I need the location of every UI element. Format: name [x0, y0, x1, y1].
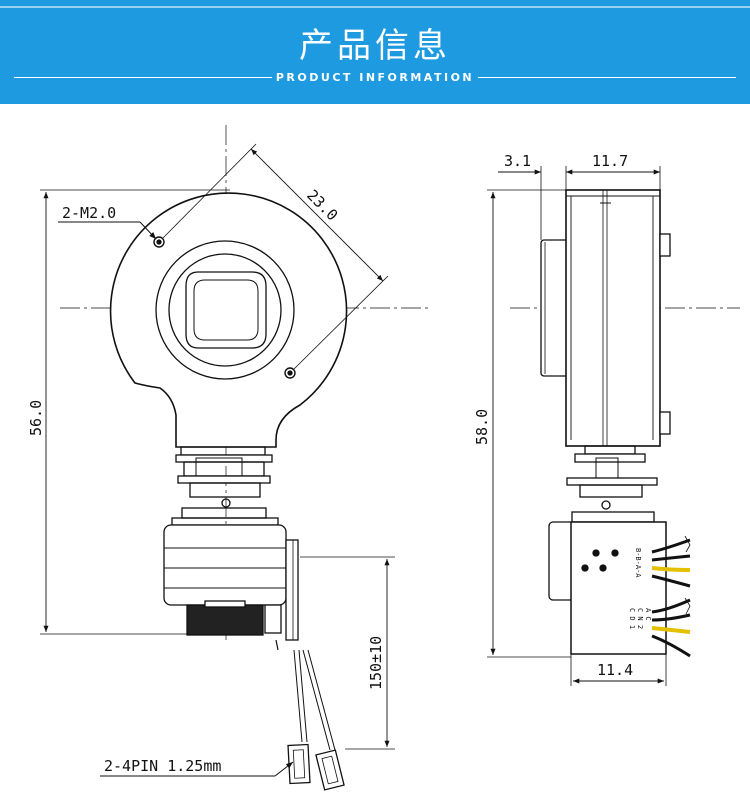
side-tab-upper [659, 233, 671, 257]
pin-labels-lower-2: C N 2 [636, 608, 644, 629]
front-height-label: 56.0 [27, 400, 45, 436]
hole-extension-1 [162, 143, 257, 239]
inner-ring [168, 253, 282, 367]
side-gear-pin [601, 500, 611, 510]
side-wires-lower [651, 598, 691, 658]
pin-labels-lower-3: C D 1 [628, 608, 636, 629]
pin-labels-lower-1: A C [644, 608, 652, 621]
connector-plug-1-inner [292, 749, 306, 779]
connector-label: 2-4PIN 1.25mm [104, 757, 221, 775]
gear-plate-3 [177, 475, 271, 484]
encoder-housing [109, 192, 348, 448]
hole-spacing-dimension-line [250, 148, 384, 282]
header-banner: 产品信息 PRODUCT INFORMATION [0, 0, 750, 104]
pin-labels-upper: B-B-A-A [634, 548, 642, 578]
side-gear-block [579, 484, 643, 498]
side-wires-upper [651, 538, 691, 588]
banner-stripe [0, 6, 750, 8]
gear-plate-1 [180, 446, 266, 456]
connector-label-leader [274, 761, 294, 777]
side-dim-top-right: 11.7 [592, 152, 628, 170]
gear-pin [221, 498, 231, 508]
hole-spacing-label: 23.0 [303, 186, 341, 224]
connector-block [264, 604, 282, 634]
output-gear [186, 604, 264, 636]
page-subtitle: PRODUCT INFORMATION [275, 71, 475, 84]
side-gear-plate-1 [584, 445, 636, 455]
gear-block-2 [189, 482, 261, 498]
motor-top-plate [171, 517, 279, 526]
mounting-hole-lower [284, 367, 296, 379]
page-title: 产品信息 [299, 26, 451, 66]
side-motor-dot-1 [592, 549, 600, 557]
connector-plug-2 [315, 749, 345, 791]
subtitle-left-rule [14, 77, 272, 78]
connector-plug-2-inner [321, 755, 339, 785]
hole-label-leader [139, 221, 157, 240]
side-motor-dot-3 [581, 564, 589, 572]
cable-stub [275, 639, 279, 651]
hole-extension-2 [293, 275, 389, 370]
wire-break-lower [684, 597, 691, 615]
side-height-label: 58.0 [473, 409, 491, 445]
side-housing [565, 189, 661, 447]
mounting-hole-upper [153, 236, 165, 248]
side-dim-top-left: 3.1 [504, 152, 531, 170]
side-gear-plate-4 [571, 511, 655, 523]
gear-plate-4 [181, 507, 267, 519]
side-motor-dot-2 [611, 549, 619, 557]
side-view [487, 166, 740, 686]
cable-wire-2 [302, 649, 336, 751]
output-gear-hub [204, 600, 246, 608]
hole-label: 2-M2.0 [62, 204, 116, 222]
side-motor-dot-4 [599, 564, 607, 572]
side-tab-lower [659, 411, 671, 435]
outer-ring [155, 240, 295, 380]
front-view [40, 125, 430, 791]
mounting-hole-lower-center [287, 370, 293, 376]
motor-body [163, 524, 287, 606]
subtitle-right-rule [478, 77, 736, 78]
side-bracket [285, 539, 299, 641]
mounting-hole-upper-center [156, 239, 162, 245]
side-motor-body [570, 521, 667, 655]
wire-break-upper [684, 535, 691, 553]
side-dim-bottom: 11.4 [597, 661, 633, 679]
cable-wire-1 [293, 649, 308, 743]
shaft-slot-inner [193, 279, 259, 341]
cable-length-label: 150±10 [367, 636, 385, 690]
side-gear-plate-3 [566, 477, 658, 486]
